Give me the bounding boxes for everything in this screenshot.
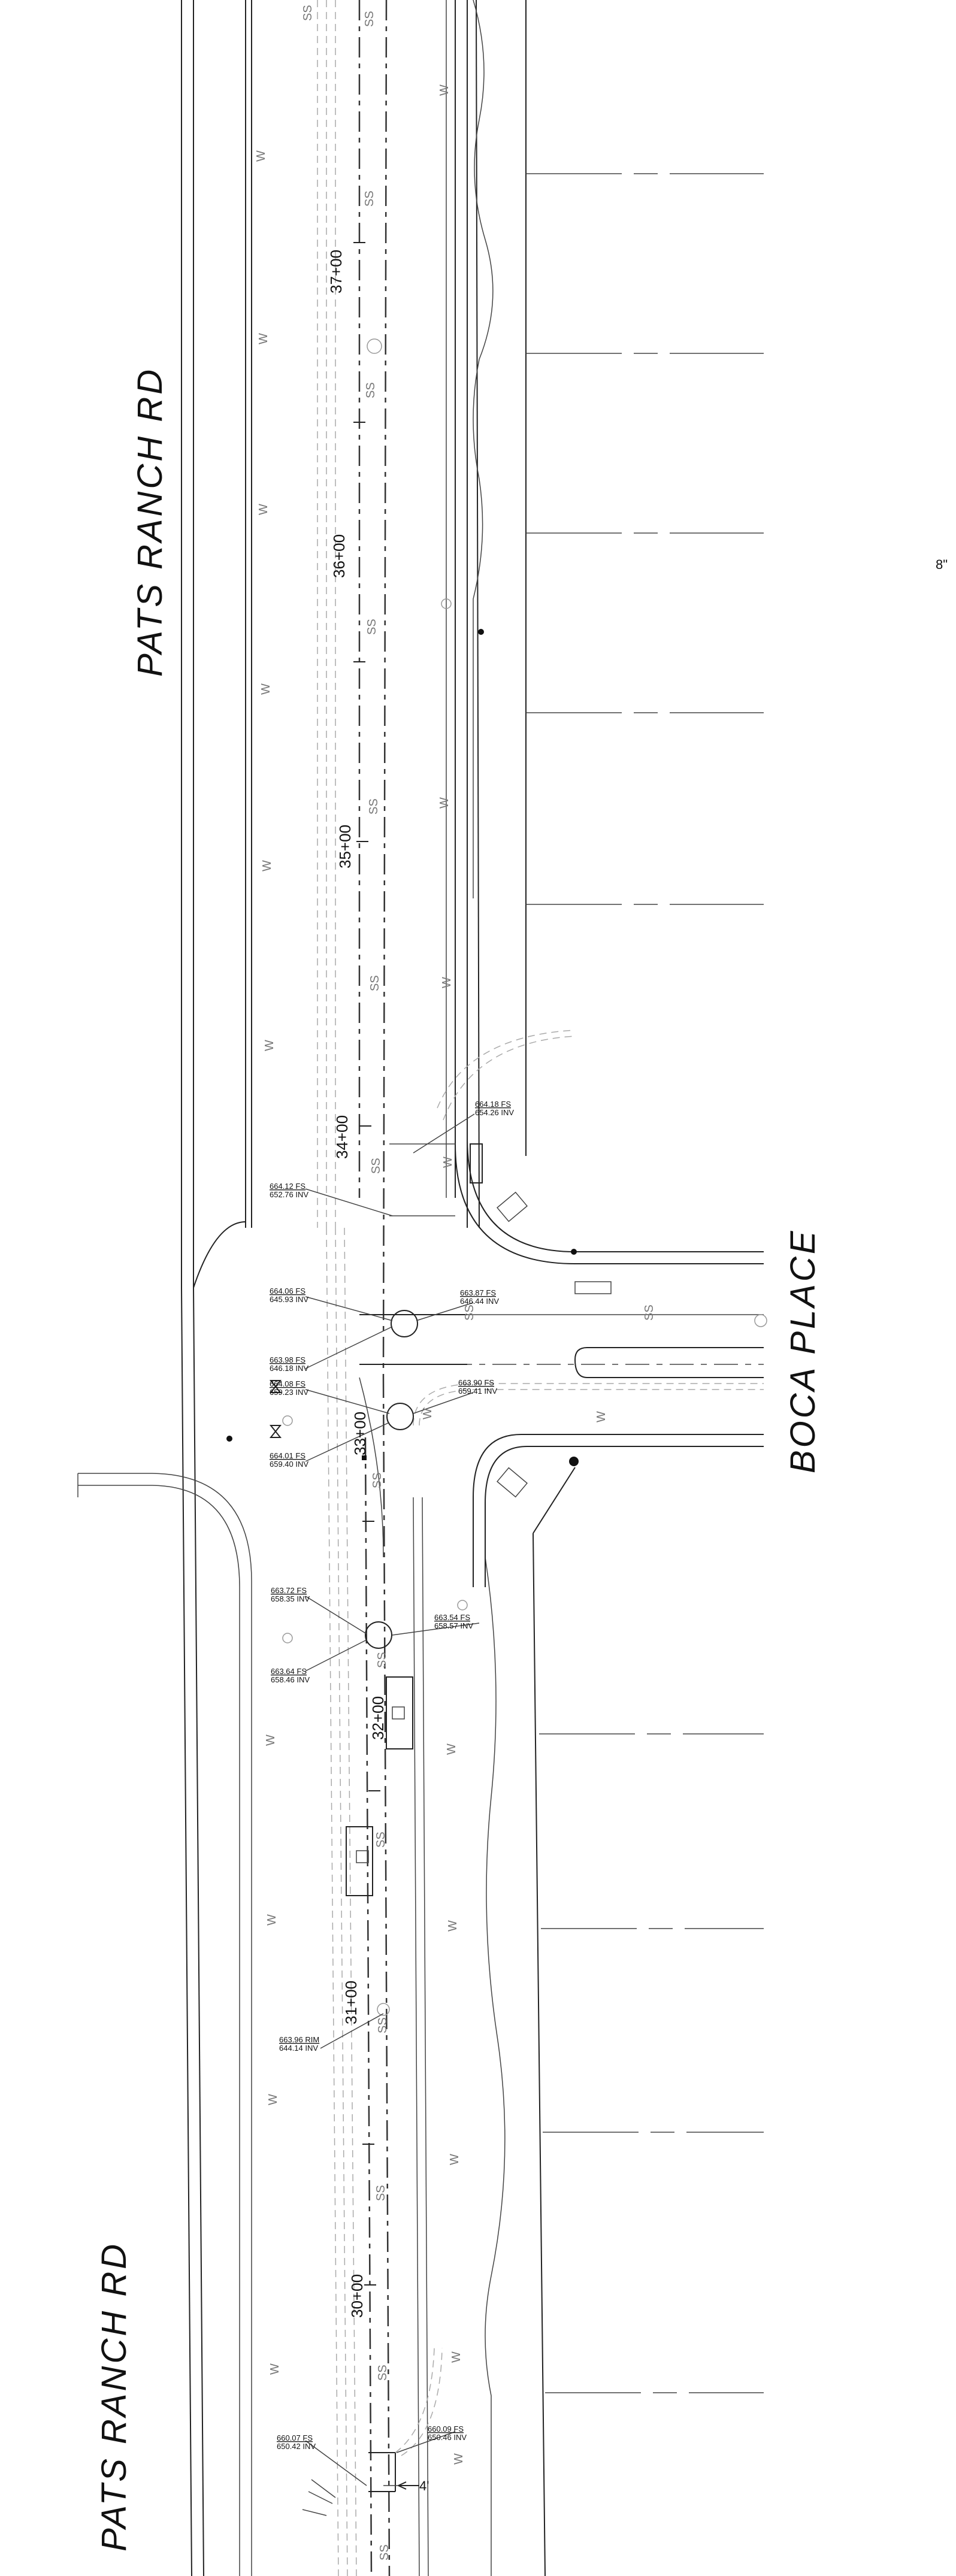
right-property-line <box>525 0 576 2576</box>
station-ticks <box>353 242 380 2286</box>
intersection-lines <box>359 1143 467 1365</box>
manhole-3 <box>365 1621 392 1649</box>
inlet-boxes <box>346 1143 612 1896</box>
manholes <box>226 338 767 2016</box>
manhole-2 <box>386 1403 414 1430</box>
dimension-arrow <box>398 2481 419 2490</box>
valve-symbols <box>269 1380 367 1460</box>
elevation-leaders <box>305 1113 480 2486</box>
meandering-sidewalk <box>473 0 506 2576</box>
curb-return-upper-left <box>193 1221 246 1288</box>
right-lot-lines <box>526 173 764 2393</box>
pats-ranch-road-edges <box>181 0 480 2576</box>
lower-left-lot <box>77 1473 252 2576</box>
lower-sewer-tie <box>302 2347 443 2516</box>
boca-place-street <box>359 898 764 1587</box>
manhole-1 <box>391 1310 418 1337</box>
utility-corridor <box>317 0 456 2576</box>
